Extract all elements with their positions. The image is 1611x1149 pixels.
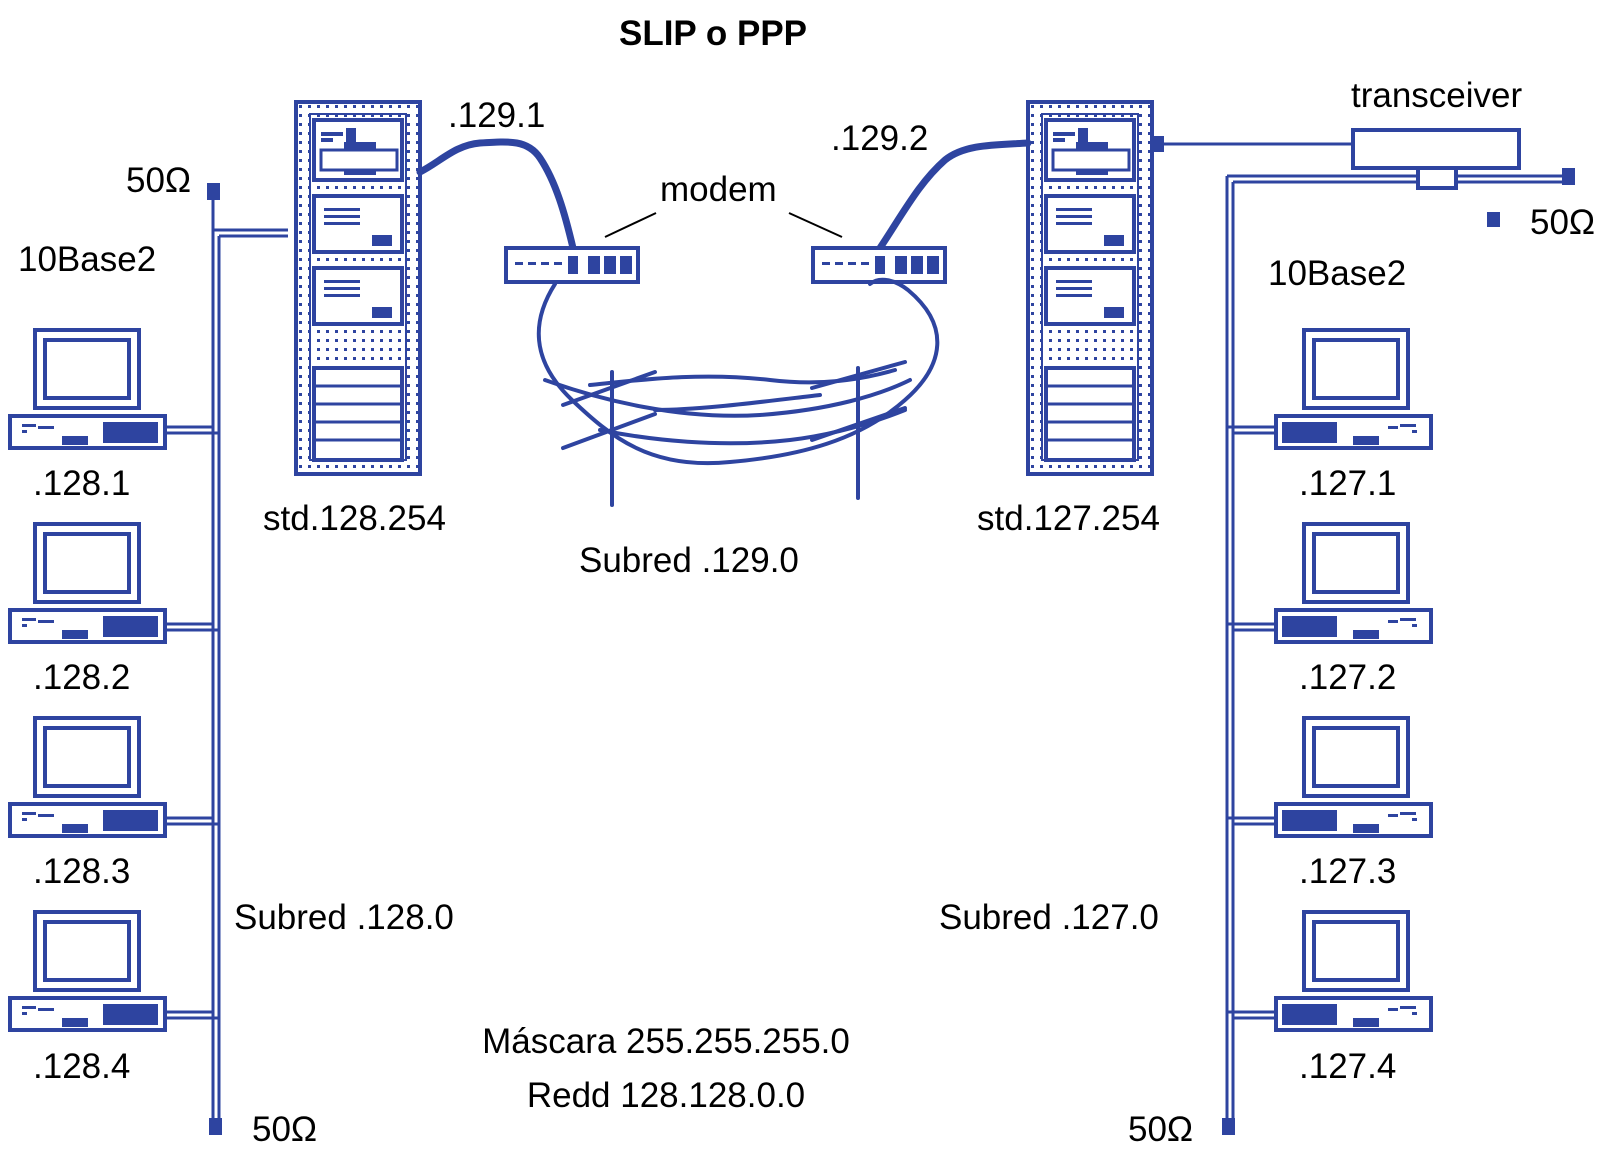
modem-icon — [504, 246, 640, 284]
transceiver-label: transceiver — [1351, 76, 1523, 115]
terminator-icon — [1222, 1118, 1235, 1135]
serial-cable-left — [416, 138, 577, 252]
network-label: Redd 128.128.0.0 — [526, 1076, 806, 1115]
left-terminator-top-label: 50Ω — [126, 161, 192, 200]
workstation-icon — [8, 910, 167, 1032]
left-terminator-bottom-label: 50Ω — [252, 1110, 318, 1149]
host-label: .128.4 — [33, 1047, 131, 1086]
left-subnet-label: Subred .128.0 — [234, 898, 454, 937]
router-server-icon — [294, 100, 422, 476]
modem-pointer — [604, 212, 657, 238]
terminator-icon — [1562, 168, 1575, 185]
router-server-icon — [1026, 100, 1154, 476]
workstation-icon — [1274, 716, 1433, 838]
right-subnet-label: Subred .127.0 — [939, 898, 1159, 937]
host-label: .127.4 — [1299, 1047, 1397, 1086]
host-label: .128.3 — [33, 852, 131, 891]
right-link-ip: .129.2 — [831, 119, 929, 158]
serial-cable-right — [876, 139, 1032, 252]
left-media-label: 10Base2 — [18, 240, 157, 279]
terminator-icon — [207, 183, 220, 200]
modem-icon — [811, 246, 947, 284]
link-subnet-label: Subred .129.0 — [579, 541, 799, 580]
workstation-icon — [1274, 910, 1433, 1032]
workstation-icon — [8, 328, 167, 450]
transceiver-icon — [1351, 128, 1521, 170]
right-terminator-bottom-label: 50Ω — [1128, 1110, 1194, 1149]
phone-network-icon — [536, 277, 940, 507]
right-coax-bus — [1160, 142, 1566, 1118]
host-label: .127.2 — [1299, 658, 1397, 697]
host-label: .127.3 — [1299, 852, 1397, 891]
workstation-icon — [8, 716, 167, 838]
right-media-label: 10Base2 — [1268, 254, 1407, 293]
modem-pointer — [788, 212, 843, 238]
left-router-label: std.128.254 — [263, 499, 446, 538]
mask-label: Máscara 255.255.255.0 — [482, 1022, 850, 1061]
transceiver-tap — [1416, 166, 1458, 190]
terminator-icon — [209, 1118, 222, 1135]
workstation-icon — [1274, 328, 1433, 450]
workstation-icon — [8, 522, 167, 644]
terminator-icon — [1487, 212, 1500, 227]
left-link-ip: .129.1 — [448, 96, 546, 135]
left-coax-bus — [165, 196, 288, 1120]
right-terminator-top-label: 50Ω — [1530, 203, 1596, 242]
workstation-icon — [1274, 522, 1433, 644]
transceiver-port — [1152, 136, 1164, 152]
host-label: .127.1 — [1299, 464, 1397, 503]
modem-label: modem — [660, 170, 777, 209]
host-label: .128.2 — [33, 658, 131, 697]
diagram-title: SLIP o PPP — [618, 14, 808, 53]
host-label: .128.1 — [33, 464, 131, 503]
right-router-label: std.127.254 — [977, 499, 1160, 538]
